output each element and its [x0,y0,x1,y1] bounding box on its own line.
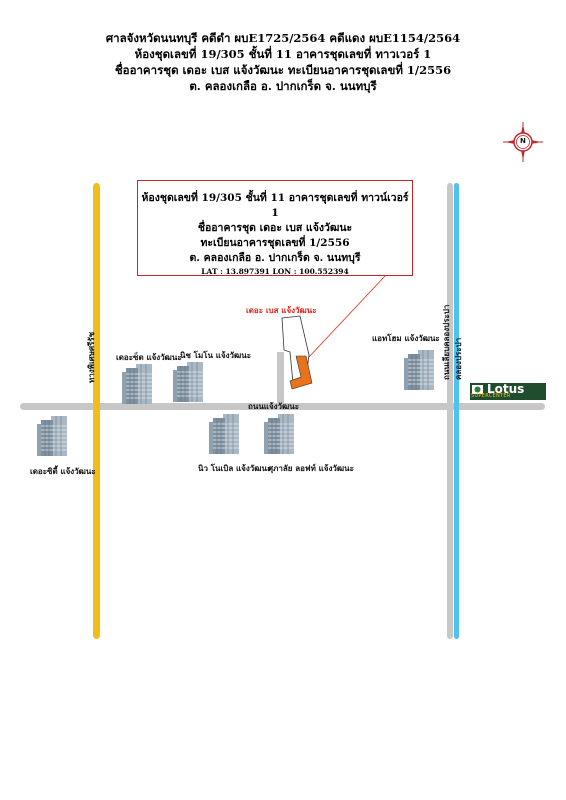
place-home-label: แอทโฮม แจ้งวัฒนะ [372,334,440,343]
main-road-label: ถนนแจ้งวัฒนะ [248,402,300,411]
building-the-zest-icon [121,363,153,405]
info-building: ชื่ออาคารชุด เดอะ เบส แจ้งวัฒนะ [197,222,353,234]
info-coordinates: LAT : 13.897391 LON : 100.552394 [201,267,349,276]
access-road [277,352,284,404]
info-registration: ทะเบียนอาคารชุดเลขที่ 1/2556 [200,237,350,249]
building-line: ชื่ออาคารชุด เดอะ เบส แจ้งวัฒนะ ทะเบียนอ… [114,63,452,77]
lotus-supercenter-logo: Lotus SUPERCENTER [470,382,546,400]
compass-rose-icon [503,122,543,162]
left-road-label: ทางพิเศษศรีรัช [87,331,96,383]
building-home-icon [403,349,435,391]
canal [454,183,459,639]
lotus-flower-icon [472,385,483,394]
pointer-line [307,275,386,359]
canal-label: คลองประปา [454,337,463,380]
place-supalai-loft-label: ศุภาลัย ลอฟท์ แจ้งวัฒนะ [268,464,354,473]
main-road [20,403,545,410]
address-line: ต. คลองเกลือ อ. ปากเกร็ด จ. นนทบุรี [189,79,377,93]
target-label: เดอะ เบส แจ้งวัฒนะ [246,306,317,315]
lotus-sub-text: SUPERCENTER [471,393,511,399]
target-unit-shape [289,355,313,390]
left-expressway [93,183,100,639]
place-the-city-label: เดอะซิตี้ แจ้งวัฒนะ [30,467,96,476]
lotus-brand-text: Lotus [487,382,525,396]
building-niche-mono-icon [172,361,204,403]
building-the-city-icon [36,415,68,457]
court-case-line: ศาลจังหวัดนนทบุรี คดีดำ ผบE1725/2564 คดี… [105,31,461,45]
property-info-box: ห้องชุดเลขที่ 19/305 ชั้นที่ 11 อาคารชุด… [137,180,413,276]
place-niche-mono-label: นิช โมโน แจ้งวัฒนะ [180,351,252,360]
place-new-noble-label: นิว โนเบิล แจ้งวัฒนะ [198,464,272,473]
unit-line: ห้องชุดเลขที่ 19/305 ชั้นที่ 11 อาคารชุด… [134,47,432,61]
document-header: ศาลจังหวัดนนทบุรี คดีดำ ผบE1725/2564 คดี… [60,30,506,94]
building-new-noble-icon [208,413,240,455]
right-road [447,183,453,639]
building-supalai-loft-icon [263,413,295,455]
compass-north-label: N [520,137,526,145]
place-the-zest-label: เดอะซ็ต แจ้งวัฒนะ [116,353,182,362]
info-address: ต. คลองเกลือ อ. ปากเกร็ด จ. นนทบุรี [189,252,361,264]
info-unit: ห้องชุดเลขที่ 19/305 ชั้นที่ 11 อาคารชุด… [141,192,409,219]
